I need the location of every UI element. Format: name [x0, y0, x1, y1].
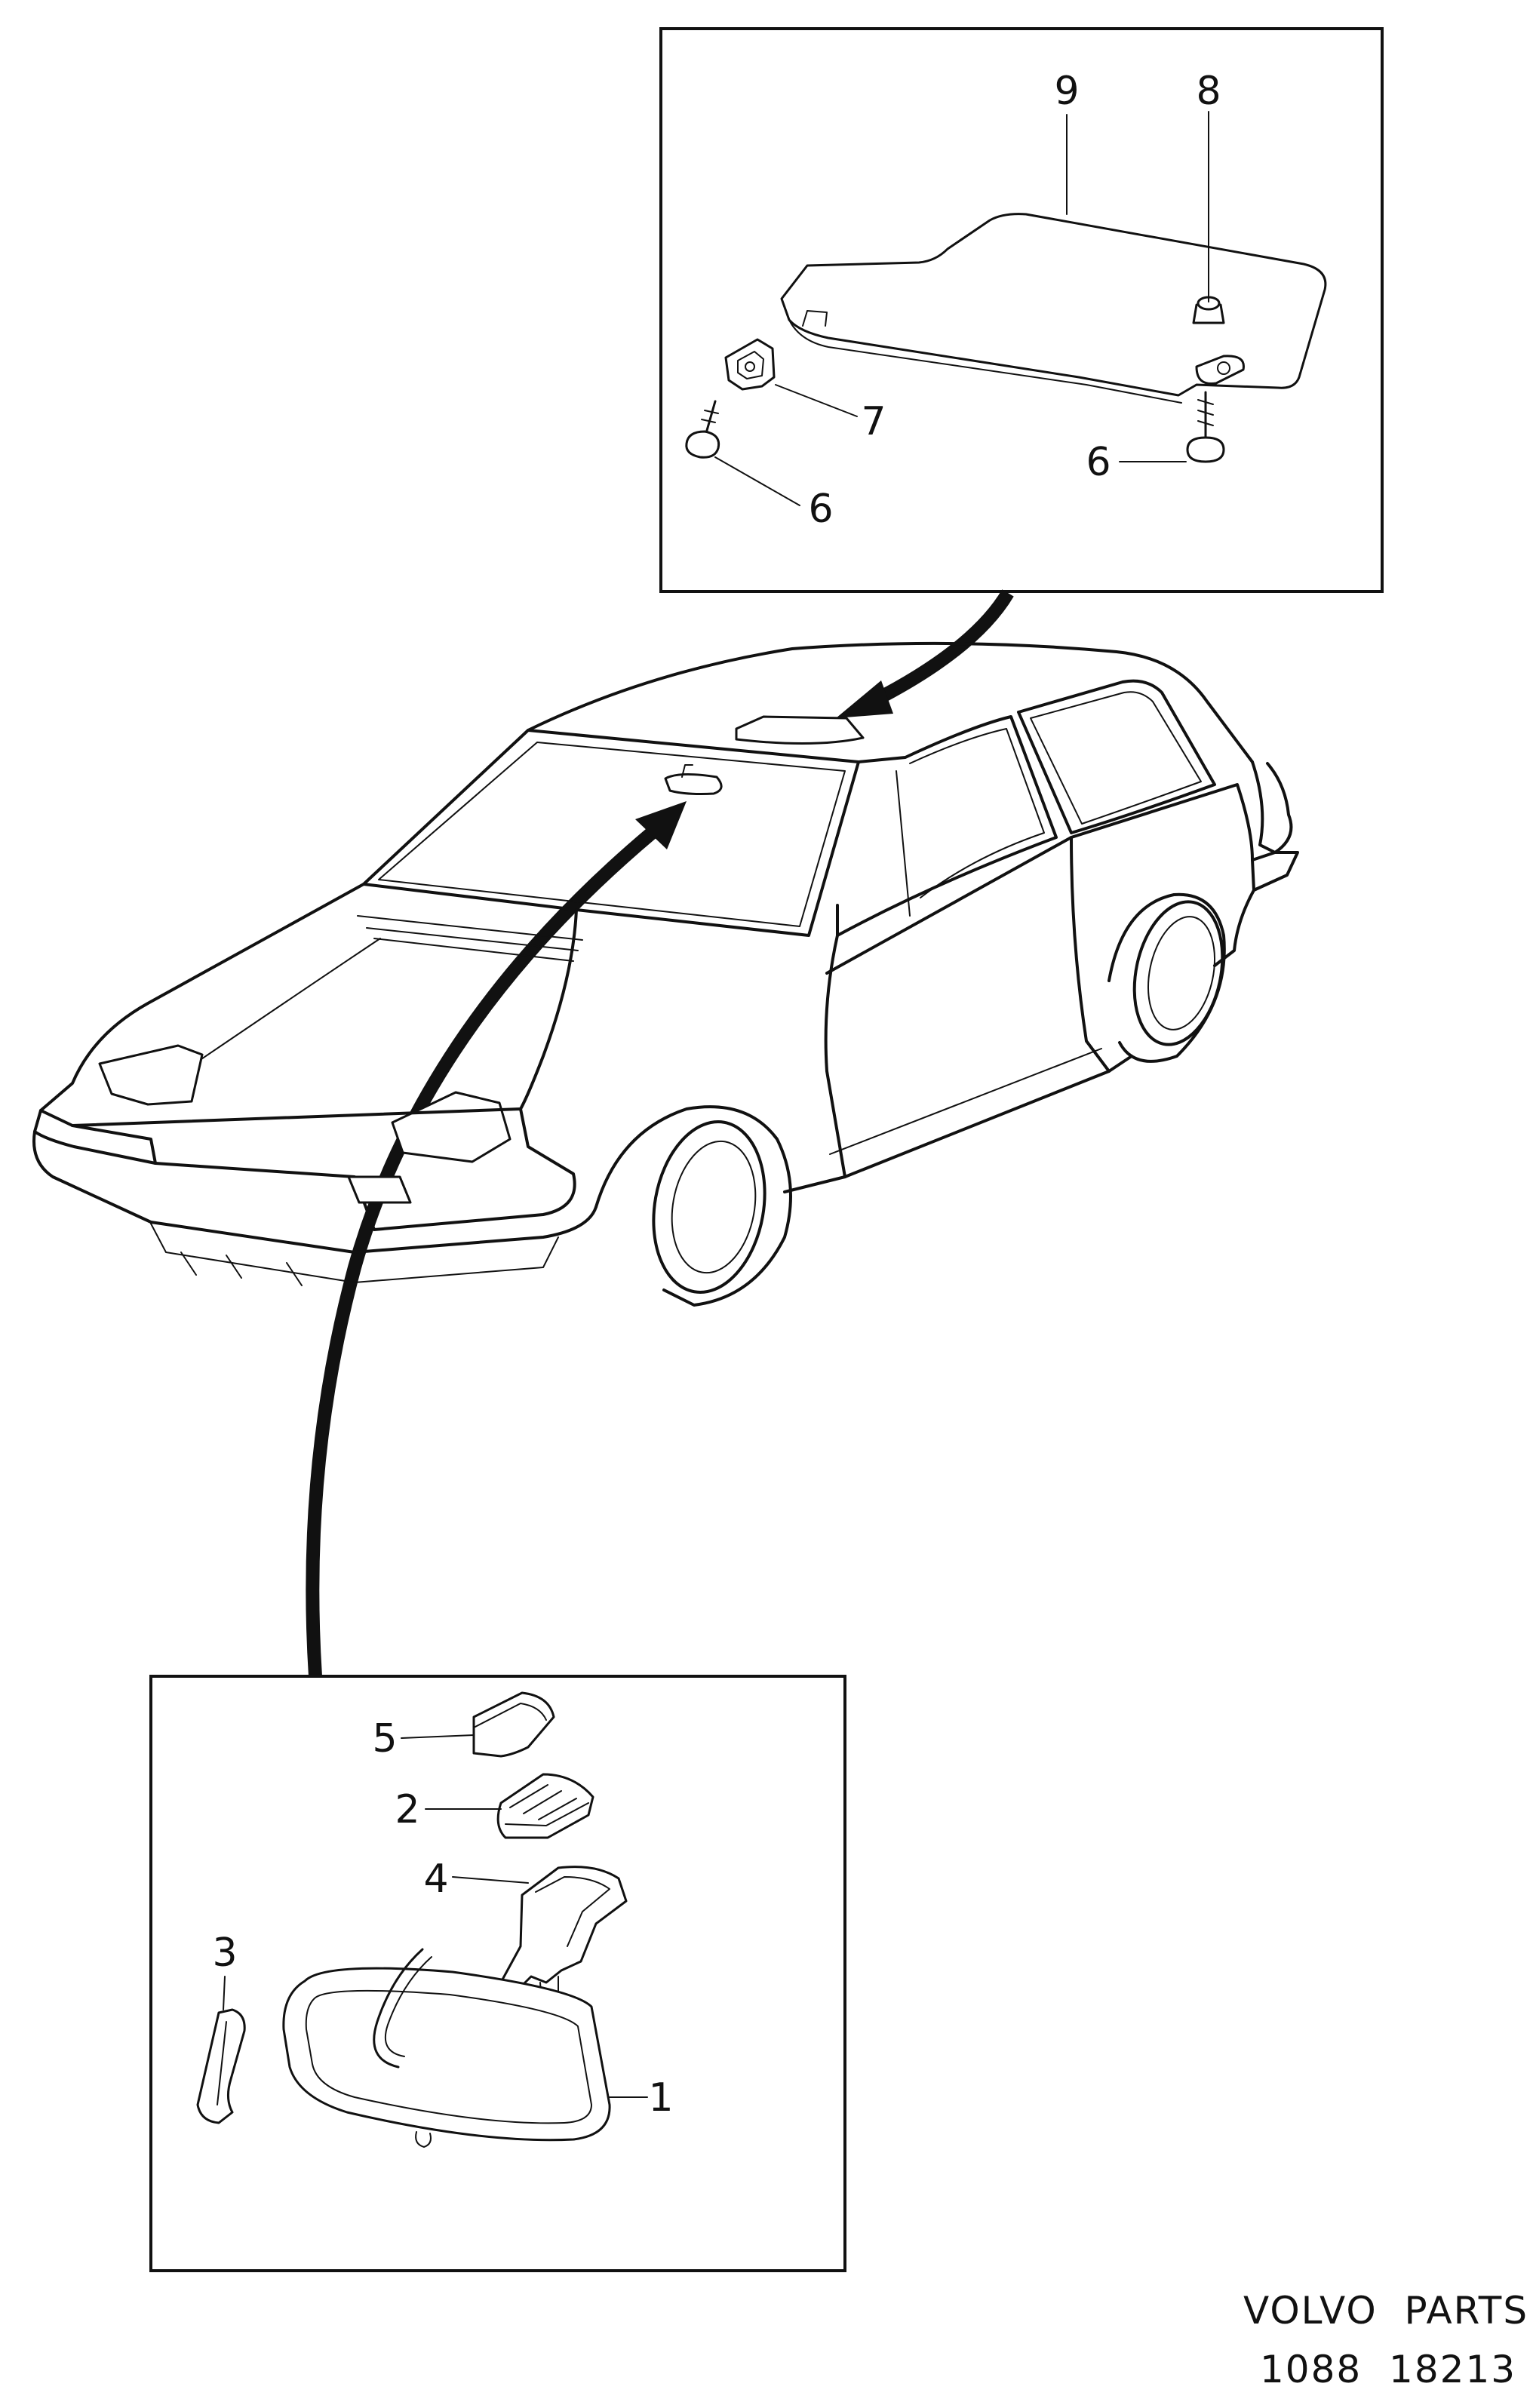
belt-line [825, 783, 1254, 975]
footer-code: 1088 18213 [1260, 2348, 1516, 2391]
front-left-corner [33, 1109, 157, 1165]
callout-1: 1 [648, 2075, 673, 2121]
rear-side-window [1017, 679, 1216, 834]
screw-left [685, 400, 720, 459]
callout-6-right: 6 [1086, 440, 1111, 485]
visor-bracket [724, 338, 776, 391]
mirror-detail-box: 5 2 4 3 1 [149, 1675, 846, 2272]
footer-brand: VOLVO PARTS [1243, 2289, 1528, 2333]
callout-2: 2 [395, 1787, 419, 1832]
leader-7 [775, 384, 858, 417]
c-pillar [1251, 760, 1293, 854]
headlight-left [98, 1044, 204, 1106]
arrow-to-mirror [306, 828, 656, 1677]
mirror-trim [196, 2008, 246, 2124]
arrow-to-visor [871, 589, 1014, 707]
car-illustration [32, 641, 1299, 1307]
car-visor [735, 715, 865, 745]
car-mirror [664, 772, 723, 795]
headlight-right [391, 1091, 512, 1163]
front-wheel [594, 1105, 792, 1307]
leader-5 [401, 1734, 475, 1739]
front-door-window [836, 715, 1058, 937]
front-nose [71, 1107, 576, 1231]
detail-frame-bottom [149, 1675, 846, 2272]
hood-vents [357, 915, 583, 962]
front-sill [783, 1175, 846, 1193]
sun-visor [780, 213, 1327, 404]
leader-3 [223, 1976, 226, 2010]
leader-4 [452, 1876, 529, 1884]
location-arrows [306, 589, 1014, 1677]
callout-7: 7 [861, 399, 886, 444]
door-rear-edge [1070, 836, 1111, 1073]
visor-hinge-right [1186, 355, 1245, 463]
sun-visor-detail-box: 9 8 7 6 6 [659, 27, 1384, 593]
callout-4: 4 [423, 1857, 448, 1902]
sill [843, 1055, 1133, 1178]
mirror-cover [472, 1691, 555, 1758]
callout-5: 5 [372, 1716, 397, 1761]
fog-lamp [347, 1175, 412, 1204]
grille [180, 1252, 303, 1286]
hood-left-edge [39, 883, 365, 1112]
rear-bumper-top [1251, 851, 1299, 892]
rear-view-mirror [282, 1948, 611, 2148]
front-bumper [32, 1130, 598, 1254]
callout-3: 3 [212, 1930, 237, 1976]
callout-9: 9 [1054, 69, 1079, 114]
rear-wheel [1108, 892, 1226, 1063]
hood-right-edge [519, 908, 578, 1110]
car-roof [527, 641, 1254, 763]
arrow-head-visor [836, 680, 893, 718]
mirror-mount-cap [496, 1773, 594, 1839]
a-pillar [824, 934, 846, 1178]
callout-8: 8 [1196, 69, 1221, 114]
windshield [362, 729, 860, 937]
footer: VOLVO PARTS 1088 18213 [1243, 2289, 1528, 2391]
rear-corner [1213, 889, 1255, 967]
leader-6-left [714, 456, 800, 506]
callout-6-left: 6 [808, 487, 833, 532]
arrow-head-mirror [635, 801, 687, 849]
